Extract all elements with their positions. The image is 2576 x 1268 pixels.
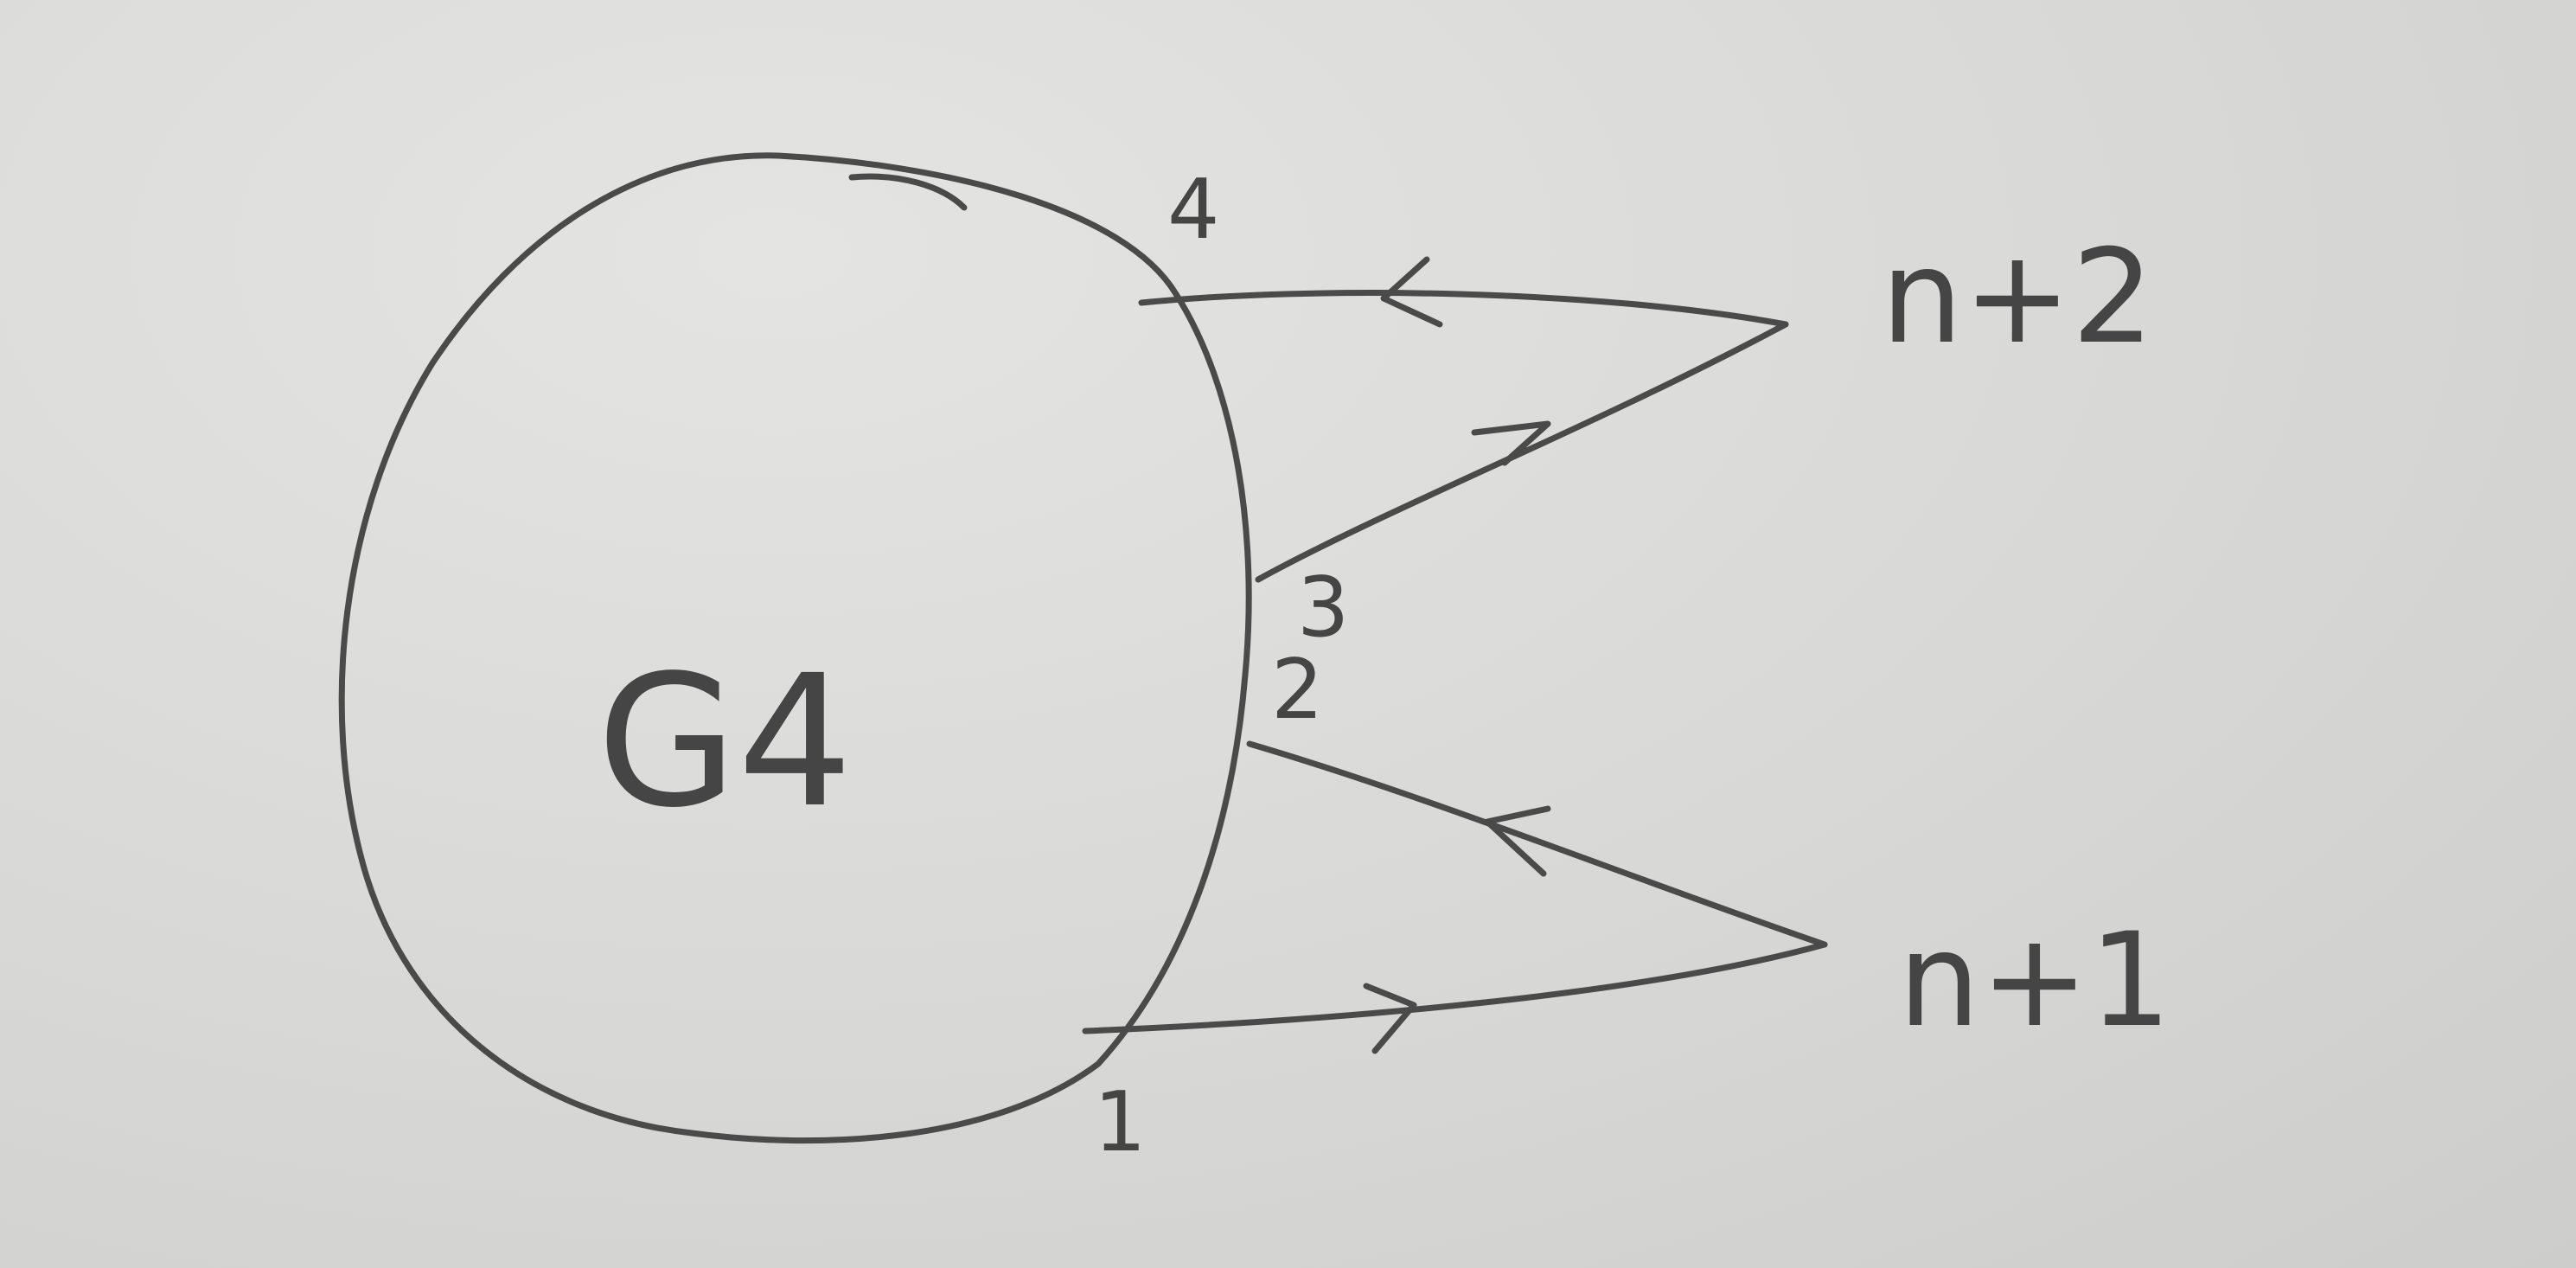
arrowhead-upper-outgoing — [1471, 420, 1551, 466]
arrowhead-upper-incoming — [1380, 256, 1443, 328]
edge-upper-incoming — [1138, 290, 1789, 328]
arrowhead-lower-incoming — [1484, 805, 1551, 877]
graph-circle — [338, 152, 1252, 1144]
arrowhead-lower-outgoing — [1363, 983, 1417, 1054]
edge-lower-incoming — [1246, 740, 1828, 948]
edge-lower-outgoing — [1082, 941, 1828, 1034]
port-label-4: 4 — [1167, 163, 1219, 258]
node-label-upper: n+2 — [1881, 222, 2154, 373]
graph-label: G4 — [597, 636, 853, 848]
port-label-1: 1 — [1094, 1075, 1146, 1170]
edge-upper-outgoing — [1255, 321, 1789, 583]
circle-overlap-stroke — [848, 173, 968, 211]
port-label-2: 2 — [1271, 643, 1323, 738]
port-label-3: 3 — [1297, 560, 1349, 656]
node-label-lower: n+1 — [1898, 906, 2171, 1056]
